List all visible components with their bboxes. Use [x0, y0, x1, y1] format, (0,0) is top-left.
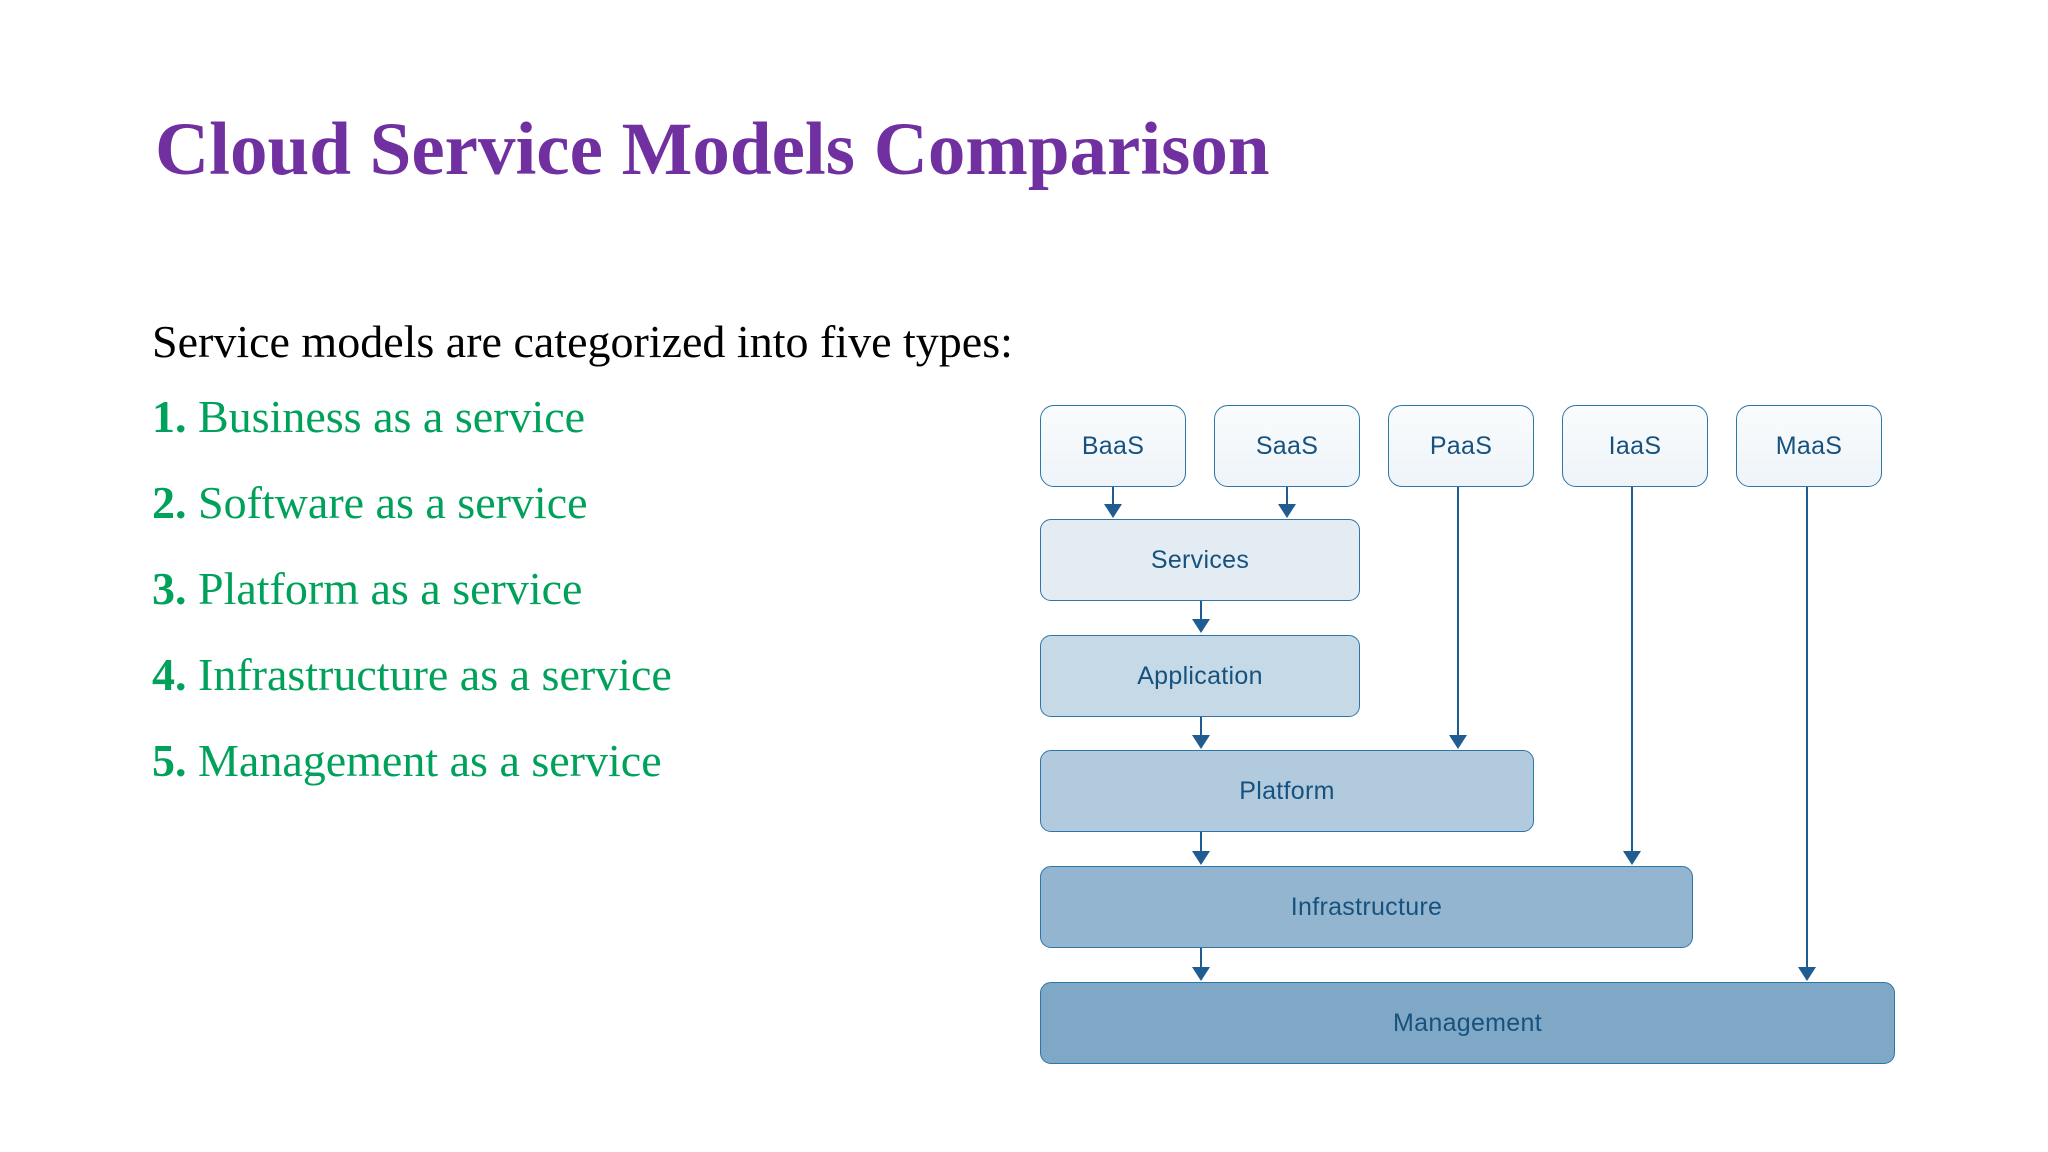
arrowhead-services-application: [1192, 619, 1210, 633]
node-iaas: IaaS: [1562, 405, 1708, 487]
list-item-label: Infrastructure as a service: [198, 649, 672, 700]
list-item: 4. Infrastructure as a service: [152, 632, 992, 718]
node-application: Application: [1040, 635, 1360, 717]
cloud-service-stack-diagram: BaaS SaaS PaaS IaaS MaaS Services Applic…: [1020, 380, 1920, 1100]
list-item-number: 1.: [152, 391, 187, 442]
arrowhead-baas-services: [1104, 504, 1122, 518]
list-item-number: 4.: [152, 649, 187, 700]
connector-saas-services: [1286, 487, 1288, 507]
arrowhead-paas-platform: [1449, 735, 1467, 749]
list-item-label: Management as a service: [198, 735, 662, 786]
node-saas: SaaS: [1214, 405, 1360, 487]
list-item-number: 3.: [152, 563, 187, 614]
arrowhead-iaas-infrastructure: [1623, 851, 1641, 865]
node-infrastructure: Infrastructure: [1040, 866, 1693, 948]
connector-baas-services: [1112, 487, 1114, 507]
list-item: 2. Software as a service: [152, 460, 992, 546]
arrowhead-maas-management: [1798, 967, 1816, 981]
node-paas: PaaS: [1388, 405, 1534, 487]
arrowhead-infrastructure-management: [1192, 967, 1210, 981]
list-item: 5. Management as a service: [152, 718, 992, 804]
connector-platform-infrastructure: [1200, 832, 1202, 852]
arrowhead-platform-infrastructure: [1192, 851, 1210, 865]
node-baas: BaaS: [1040, 405, 1186, 487]
list-item: 1. Business as a service: [152, 374, 992, 460]
connector-services-application: [1200, 601, 1202, 621]
connector-maas-management: [1806, 487, 1808, 967]
list-item: 3. Platform as a service: [152, 546, 992, 632]
body-text-block: Service models are categorized into five…: [152, 310, 1013, 804]
node-management: Management: [1040, 982, 1895, 1064]
node-maas: MaaS: [1736, 405, 1882, 487]
list-item-label: Platform as a service: [198, 563, 583, 614]
page-title: Cloud Service Models Comparison: [155, 108, 1270, 191]
connector-infrastructure-management: [1200, 948, 1202, 968]
connector-paas-platform: [1457, 487, 1459, 735]
list-item-number: 2.: [152, 477, 187, 528]
connector-iaas-infrastructure: [1631, 487, 1633, 851]
arrowhead-application-platform: [1192, 735, 1210, 749]
arrowhead-saas-services: [1278, 504, 1296, 518]
list-item-number: 5.: [152, 735, 187, 786]
list-item-label: Software as a service: [198, 477, 588, 528]
list-item-label: Business as a service: [198, 391, 586, 442]
node-services: Services: [1040, 519, 1360, 601]
node-platform: Platform: [1040, 750, 1534, 832]
connector-application-platform: [1200, 717, 1202, 736]
lead-paragraph: Service models are categorized into five…: [152, 316, 1013, 367]
